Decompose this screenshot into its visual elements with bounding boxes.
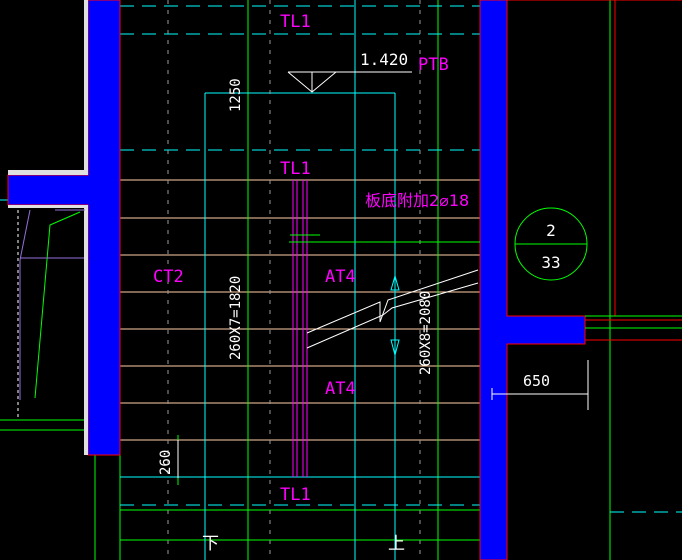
rebar-note: 板底附加2⌀18: [365, 191, 469, 210]
grey-dashed-lines: [167, 0, 421, 560]
left-wall: [7, 0, 121, 456]
right-wall: [479, 0, 586, 560]
flight-arrows: [390, 260, 400, 357]
right-green-lines: [585, 315, 682, 329]
center-beam: [292, 180, 308, 477]
ptb-label: PTB: [418, 55, 449, 75]
left-column-detail: [17, 209, 85, 420]
dim-650-label: 650: [523, 372, 550, 390]
stair-break-line: [306, 269, 479, 349]
dim-260-label: 260: [158, 450, 174, 475]
tl1-mid-label: TL1: [280, 159, 311, 179]
dim-650-line: [491, 360, 589, 410]
ct2-label: CT2: [153, 267, 184, 287]
flight-left-label: 260X7=1820: [228, 276, 244, 360]
dim-1250-label: 1250: [228, 78, 244, 112]
section-sheet: 33: [541, 253, 560, 272]
elevation-label: 1.420: [360, 50, 408, 69]
at4-upper-label: AT4: [325, 267, 356, 287]
down-label: 下: [202, 534, 219, 554]
tl1-top-label: TL1: [280, 12, 311, 32]
tl1-bottom-label: TL1: [280, 485, 311, 505]
at4-lower-label: AT4: [325, 379, 356, 399]
right-structure-lines: [507, 0, 682, 341]
section-number: 2: [546, 221, 556, 240]
up-label: 上: [388, 534, 405, 554]
elevation-mark: [287, 71, 412, 93]
flight-right-label: 260X8=2080: [418, 291, 434, 375]
section-marker: 2 33: [514, 207, 588, 281]
cyan-solid-lines: [120, 0, 480, 560]
